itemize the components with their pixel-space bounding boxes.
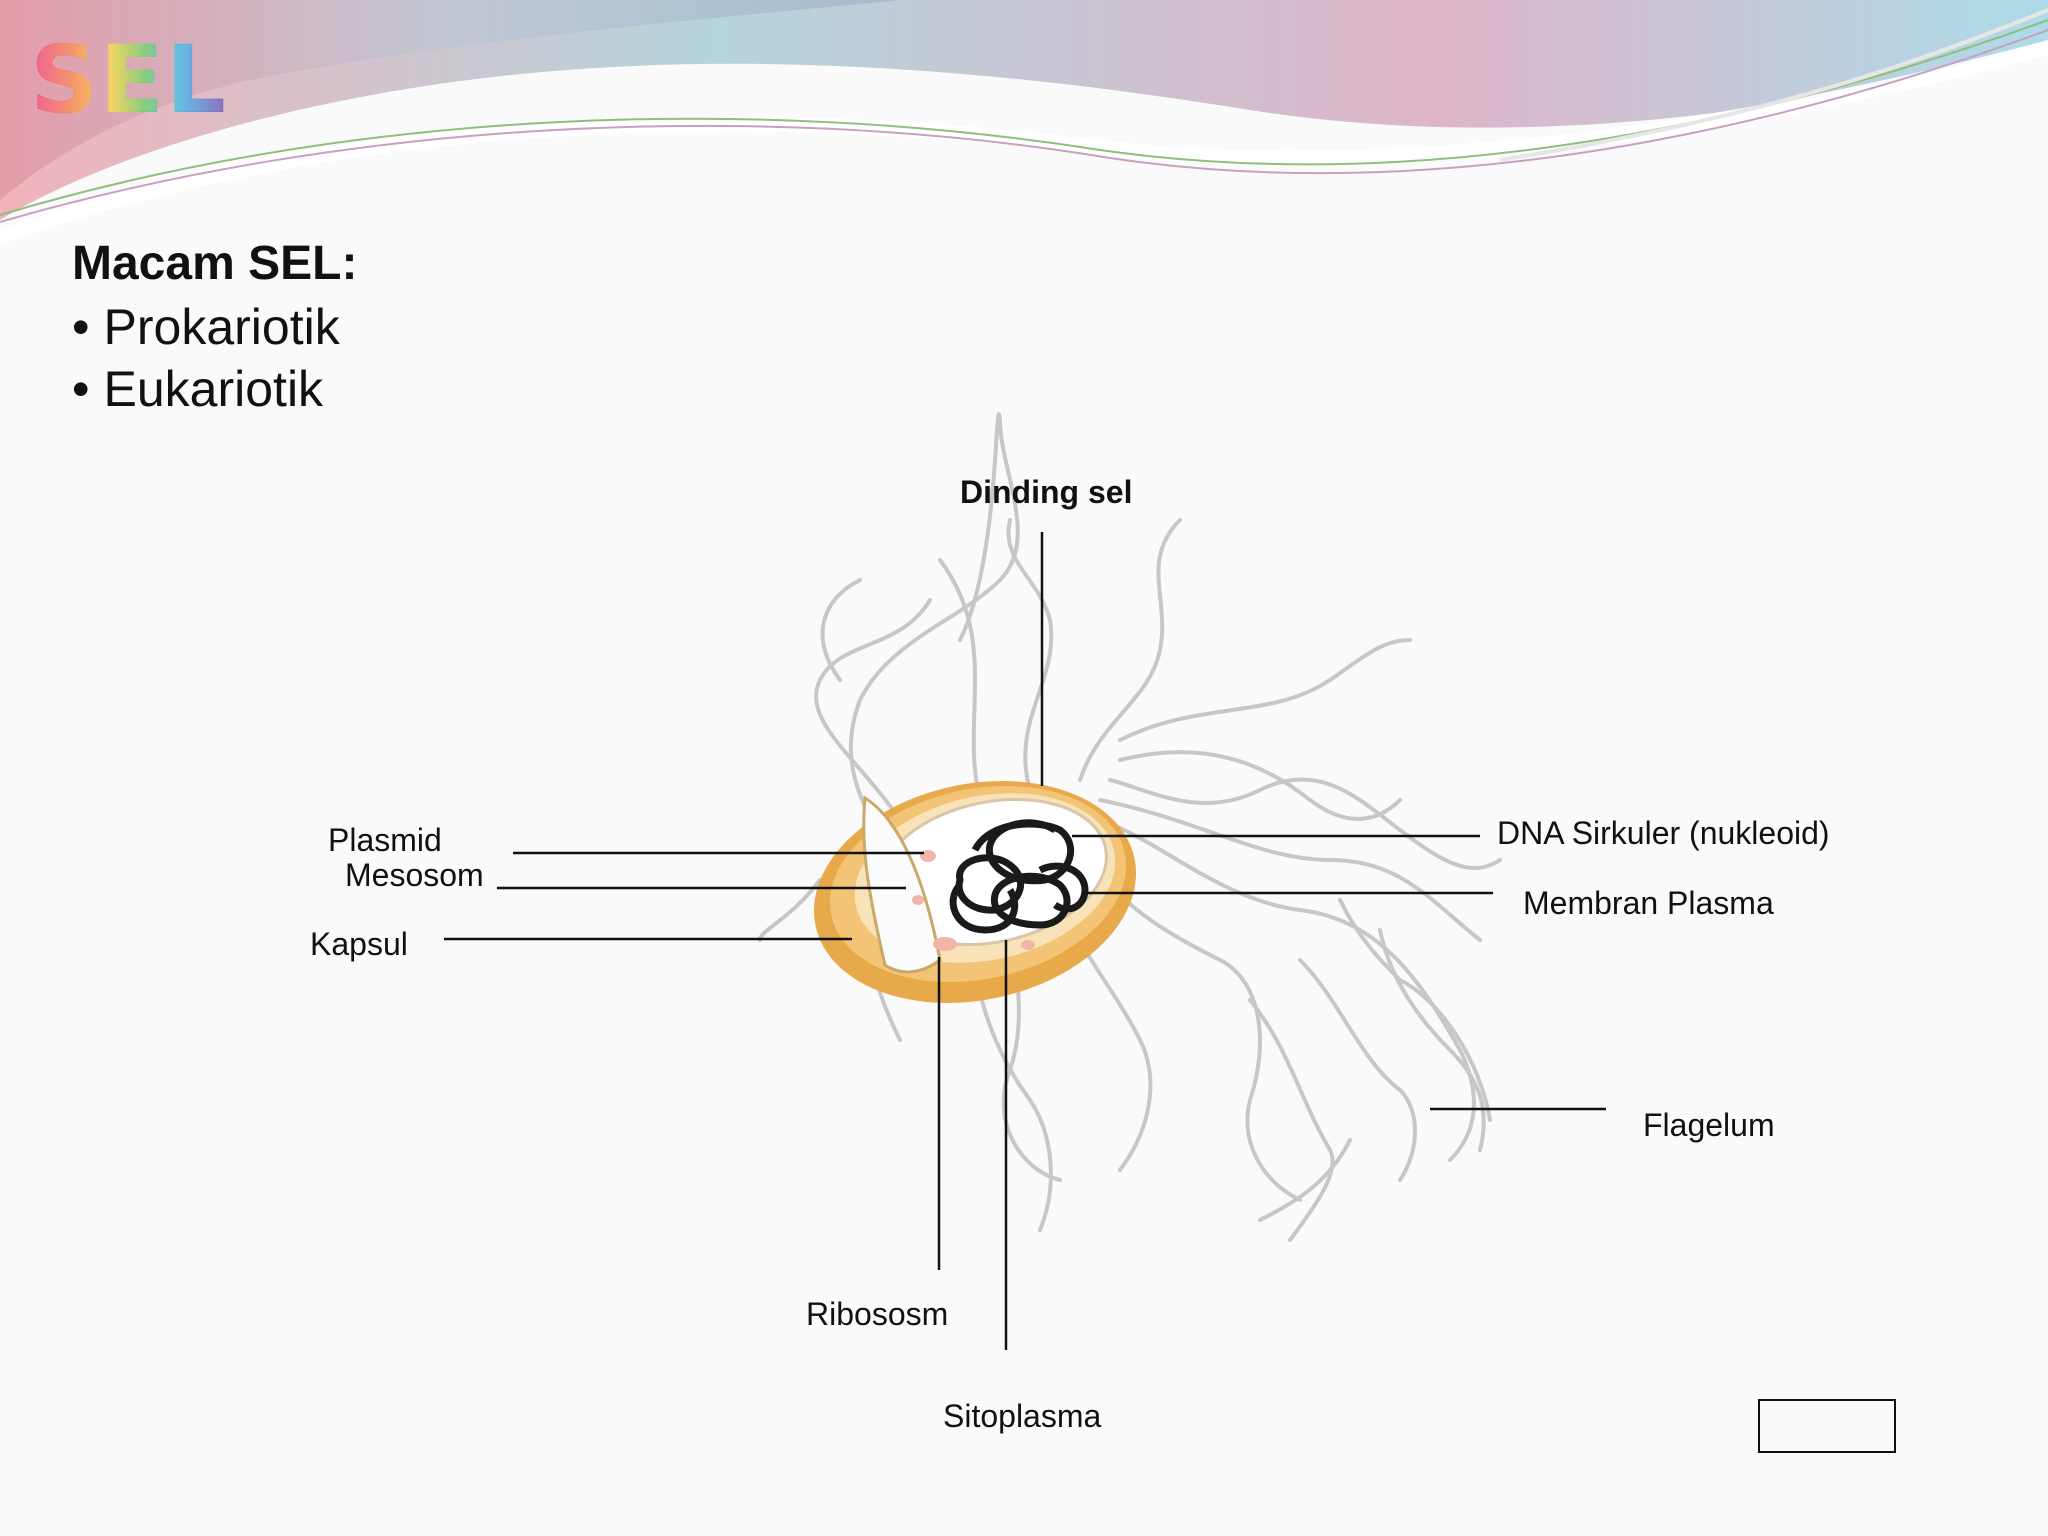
label-mesosom: Mesosom [345,857,484,893]
nucleoid-dna [949,819,1089,934]
label-dna-sirkuler: DNA Sirkuler (nukleoid) [1497,815,1830,851]
ribosome-dots [912,850,1035,951]
cell-body [813,781,1137,1003]
cell-type-list: Prokariotik Eukariotik [72,296,340,420]
label-ribosom: Ribososm [806,1296,949,1332]
label-plasmid: Plasmid [328,822,442,858]
sel-logo: SEL [30,26,228,135]
leader-lines [444,532,1606,1350]
label-sitoplasma: Sitoplasma [943,1398,1102,1434]
empty-answer-box [1758,1399,1896,1453]
header-wave-banner [0,0,2048,245]
bullet-eukariotik: Eukariotik [72,358,340,420]
slide-heading: Macam SEL: [72,237,358,290]
bullet-prokariotik: Prokariotik [72,296,340,358]
label-kapsul: Kapsul [310,926,408,962]
label-dinding-sel: Dinding sel [960,474,1133,510]
label-flagelum: Flagelum [1643,1107,1775,1143]
label-membran-plasma: Membran Plasma [1523,885,1774,921]
